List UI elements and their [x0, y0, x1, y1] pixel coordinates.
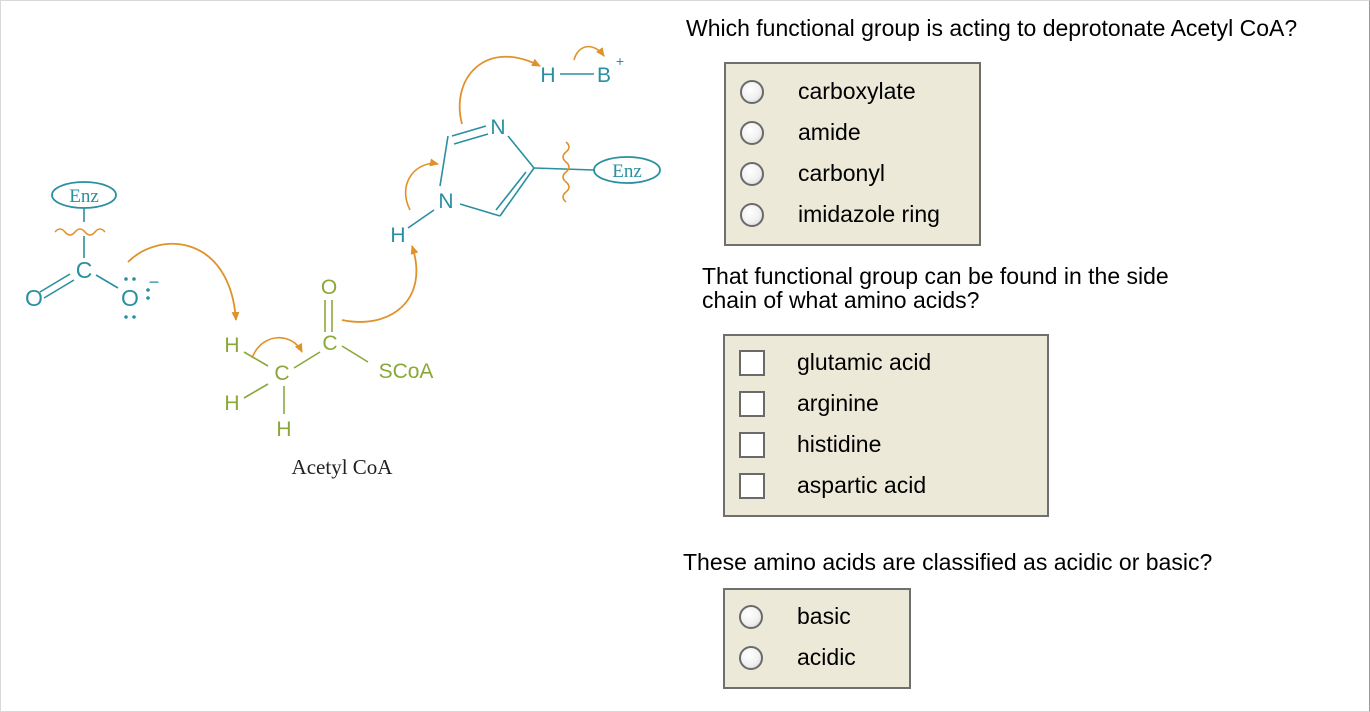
carbonyl-o: O	[321, 276, 337, 299]
checkbox[interactable]	[739, 391, 765, 417]
option-imidazole-ring[interactable]: imidazole ring	[726, 197, 979, 233]
h-top: H	[224, 334, 239, 357]
arrow-ch-to-cc	[251, 336, 303, 359]
hb-h: H	[540, 64, 555, 87]
enz-right-label: Enz	[612, 161, 642, 182]
wavy-bond-right	[562, 141, 570, 203]
imidazole-h: H	[390, 224, 405, 247]
checkbox[interactable]	[739, 432, 765, 458]
option-glutamic-acid[interactable]: glutamic acid	[725, 345, 1047, 381]
option-carbonyl[interactable]: carbonyl	[726, 156, 979, 192]
checkbox[interactable]	[739, 350, 765, 376]
option-label: imidazole ring	[798, 201, 940, 227]
minus-charge: −	[149, 272, 160, 292]
imidazole-n-top: N	[490, 116, 505, 139]
h-bottom: H	[276, 418, 291, 441]
arrow-nh-to-ring	[404, 158, 439, 211]
option-label: basic	[797, 603, 851, 629]
radio-button[interactable]	[740, 162, 764, 186]
question-3-text: These amino acids are classified as acid…	[683, 549, 1213, 575]
option-carboxylate[interactable]: carboxylate	[726, 74, 979, 110]
hb-b: B	[597, 64, 611, 87]
enzyme-tag-right	[593, 156, 661, 184]
radio-button[interactable]	[740, 121, 764, 145]
option-label: carboxylate	[798, 78, 916, 104]
arrow-o-to-h	[127, 243, 240, 321]
option-label: glutamic acid	[797, 349, 932, 375]
option-label: arginine	[797, 390, 879, 416]
carboxylate-o-right: O	[121, 285, 139, 311]
wavy-bond-left	[54, 228, 106, 236]
radio-button[interactable]	[740, 203, 764, 227]
radio-button[interactable]	[739, 605, 763, 629]
question-2-line-1: That functional group can be found in th…	[702, 263, 1169, 289]
option-label: acidic	[797, 644, 856, 670]
carboxylate-o-left: O	[25, 285, 43, 311]
scoa-label: SCoA	[379, 360, 434, 383]
arrow-n-to-hb	[458, 55, 541, 125]
imidazole-n-bottom: N	[438, 190, 453, 213]
option-arginine[interactable]: arginine	[725, 386, 1047, 422]
question-2-line-2: chain of what amino acids?	[702, 287, 980, 313]
question-2-options: glutamic acid arginine histidine asparti…	[723, 334, 1049, 517]
h-left: H	[224, 392, 239, 415]
radio-button[interactable]	[739, 646, 763, 670]
radio-button[interactable]	[740, 80, 764, 104]
option-label: histidine	[797, 431, 882, 457]
acetyl-coa-caption: Acetyl CoA	[292, 455, 394, 479]
option-basic[interactable]: basic	[725, 599, 909, 635]
option-label: aspartic acid	[797, 472, 927, 498]
option-acidic[interactable]: acidic	[725, 640, 909, 676]
question-1-text: Which functional group is acting to depr…	[686, 15, 1298, 41]
plus-charge: +	[616, 53, 624, 69]
arrow-hb-bond-to-b	[573, 45, 605, 61]
question-1-options: carboxylate amide carbonyl imidazole rin…	[724, 62, 981, 246]
question-3-options: basic acidic	[723, 588, 911, 689]
methyl-c: C	[274, 362, 289, 385]
option-histidine[interactable]: histidine	[725, 427, 1047, 463]
carboxylate-c: C	[76, 257, 93, 283]
option-amide[interactable]: amide	[726, 115, 979, 151]
arrow-carbonyl-to-h	[341, 245, 419, 323]
option-label: carbonyl	[798, 160, 885, 186]
mechanism-diagram: Enz C O O − H C H H C O SCoA Acetyl CoA …	[25, 45, 661, 479]
enz-left-label: Enz	[69, 186, 99, 207]
option-label: amide	[798, 119, 861, 145]
lone-pair-dots	[124, 277, 150, 319]
checkbox[interactable]	[739, 473, 765, 499]
option-aspartic-acid[interactable]: aspartic acid	[725, 468, 1047, 504]
question-2-text: That functional group can be found in th…	[702, 264, 1169, 312]
carbonyl-c: C	[322, 332, 337, 355]
